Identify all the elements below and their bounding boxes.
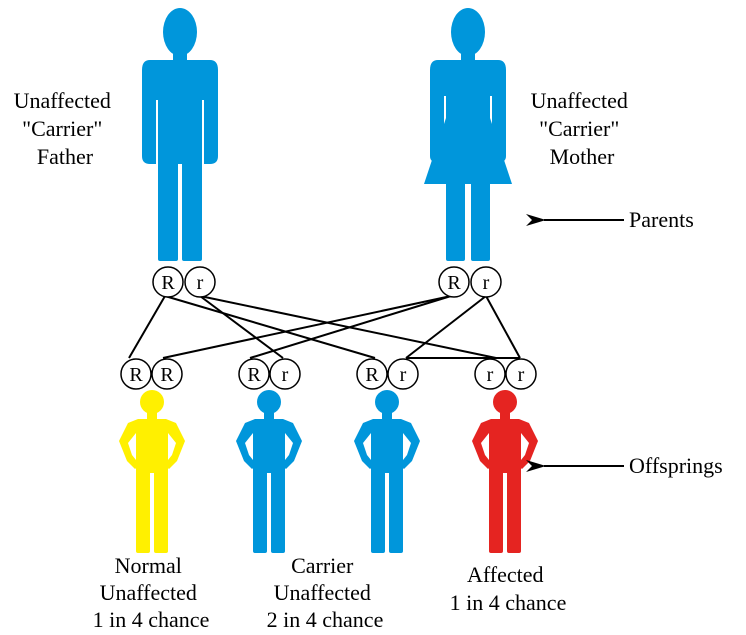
caption-normal: Normal Unaffected 1 in 4 chance (93, 553, 210, 632)
father-alleles: R r (152, 266, 216, 298)
allele-circle (474, 358, 506, 390)
allele-circle (356, 358, 388, 390)
child-normal-figure (119, 390, 185, 553)
child2-alleles: R r (238, 358, 301, 390)
father-label: Unaffected "Carrier" Father (14, 88, 117, 169)
child4-alleles: r r (474, 358, 537, 390)
allele-circle (151, 358, 183, 390)
allele-circle (120, 358, 152, 390)
line-mother-r-child4 (485, 295, 521, 359)
mother-label: Unaffected "Carrier" Mother (531, 88, 634, 169)
allele-text: r (282, 364, 289, 386)
allele-text: R (447, 272, 461, 294)
child1-alleles: R R (120, 358, 183, 390)
allele-circle (438, 266, 470, 298)
child-carrier-figure (236, 390, 302, 553)
child3-alleles: R r (356, 358, 419, 390)
allele-text: R (161, 272, 175, 294)
father-figure (142, 8, 218, 261)
offsprings-pointer-label: Offsprings (629, 453, 723, 478)
line-mother-r-child3 (405, 295, 487, 359)
parents-pointer-label: Parents (629, 207, 694, 232)
allele-text: r (518, 364, 525, 386)
allele-text: r (197, 272, 204, 294)
child-affected-figure (472, 390, 538, 553)
allele-text: R (129, 364, 143, 386)
line-father-r-child2 (199, 295, 284, 359)
line-mother-R-child2 (249, 295, 452, 359)
child-carrier-figure (354, 390, 420, 553)
allele-circle (470, 266, 502, 298)
allele-text: R (160, 364, 174, 386)
allele-circle (269, 358, 301, 390)
allele-text: r (400, 364, 407, 386)
allele-circle (184, 266, 216, 298)
mother-figure (424, 8, 512, 261)
allele-circle (238, 358, 270, 390)
caption-affected: Affected 1 in 4 chance (450, 562, 567, 615)
allele-circle (387, 358, 419, 390)
mother-alleles: R r (438, 266, 502, 298)
allele-text: R (365, 364, 379, 386)
caption-carrier: Carrier Unaffected 2 in 4 chance (267, 553, 384, 632)
allele-text: R (247, 364, 261, 386)
allele-text: r (483, 272, 490, 294)
allele-circle (152, 266, 184, 298)
line-mother-R-child1 (162, 295, 452, 359)
cross-lines (128, 295, 521, 359)
line-father-R-child1 (128, 295, 166, 359)
allele-circle (505, 358, 537, 390)
allele-text: r (487, 364, 494, 386)
line-father-R-child3 (164, 295, 376, 359)
